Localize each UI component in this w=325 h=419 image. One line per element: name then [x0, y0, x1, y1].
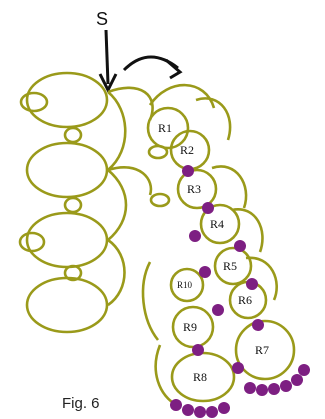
direction-arrow-head [165, 58, 183, 80]
outer-arc [195, 97, 232, 141]
ring-label-r4: R4 [210, 217, 224, 231]
bead [244, 382, 256, 394]
bead-group [170, 165, 310, 418]
ring-r10 [169, 267, 205, 303]
ring-r3 [176, 168, 218, 210]
chain-arc [107, 169, 128, 241]
bead [202, 202, 214, 214]
ring-label-r7: R7 [255, 343, 269, 357]
ring-label-r9: R9 [183, 320, 197, 334]
bead [234, 240, 246, 252]
ring-label-r10: R10 [177, 280, 193, 290]
left-ring [25, 141, 109, 199]
bead [298, 364, 310, 376]
ring-r7 [234, 319, 296, 381]
bead [218, 402, 230, 414]
bead [212, 304, 224, 316]
start-arrow-head [98, 73, 118, 94]
bead [189, 230, 201, 242]
left-picot [19, 91, 49, 113]
left-ring [25, 71, 109, 129]
bead [291, 374, 303, 386]
chain-picot [63, 264, 83, 282]
left-picot [18, 231, 46, 253]
chain-picot [63, 126, 83, 144]
chain-arcs [107, 86, 171, 307]
bead [194, 406, 206, 418]
bead [256, 384, 268, 396]
left-ring-column [18, 71, 109, 334]
ring-label-r2: R2 [180, 143, 194, 157]
chain-arc [107, 86, 154, 121]
labelled-rings [146, 106, 296, 403]
ring-label-r3: R3 [187, 182, 201, 196]
chain-arc [107, 90, 127, 171]
bead [232, 362, 244, 374]
ring-r4 [199, 203, 241, 245]
left-ring [25, 211, 109, 269]
ring-label-r6: R6 [238, 293, 252, 307]
outer-arc [154, 344, 179, 408]
left-ring [25, 276, 109, 334]
outer-arc [211, 165, 248, 209]
ring-r1 [146, 106, 190, 150]
ring-label-r5: R5 [223, 259, 237, 273]
bead [170, 399, 182, 411]
ring-label-r1: R1 [158, 121, 172, 135]
ring-r5 [213, 246, 253, 286]
ring-labels: R1 R2 R3 R4 R5 R6 R7 R8 R9 R10 [158, 121, 269, 384]
chain-picot [149, 192, 171, 208]
outer-arc [141, 261, 160, 341]
outer-chain [141, 83, 278, 408]
bead [199, 266, 211, 278]
chain-arc [107, 238, 126, 307]
start-label: S [96, 9, 108, 29]
ring-label-r8: R8 [193, 370, 207, 384]
outer-arc [245, 256, 278, 301]
bead [182, 404, 194, 416]
bead [246, 278, 258, 290]
bead [182, 165, 194, 177]
chain-picot [63, 196, 83, 214]
outer-arc [231, 208, 264, 253]
bead [252, 319, 264, 331]
outer-arc [148, 83, 216, 109]
chain-arc [107, 166, 153, 196]
start-arrow-down [104, 29, 110, 85]
bead [268, 383, 280, 395]
bead [280, 380, 292, 392]
figure-caption: Fig. 6 [62, 395, 100, 412]
bead [192, 344, 204, 356]
bead [206, 406, 218, 418]
